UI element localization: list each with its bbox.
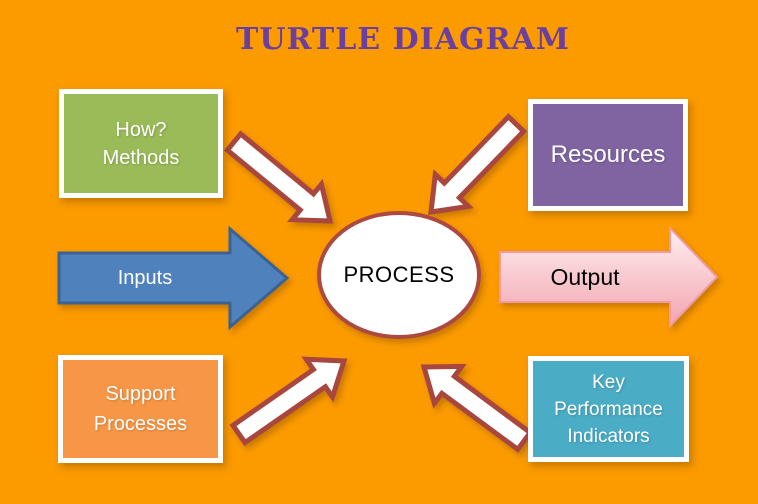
output-arrow-shape: [499, 225, 719, 329]
kpi-box-label-line: Key: [592, 371, 625, 393]
diagram-title: TURTLE DIAGRAM: [236, 22, 570, 57]
kpi-box: Key Performance Indicators: [528, 356, 689, 462]
resources-box: Resources: [528, 99, 688, 211]
arrow-support-to-process: [229, 356, 348, 447]
kpi-box-label-line: Performance: [554, 398, 663, 420]
arrow-methods-to-process: [223, 130, 334, 224]
process-ellipse: [317, 211, 481, 339]
kpi-box-label-line: Indicators: [567, 425, 650, 447]
methods-box: How? Methods: [59, 89, 223, 198]
support-box-label-line: Support: [105, 383, 176, 405]
arrow-resources-to-process: [428, 113, 528, 215]
support-processes-box: Support Processes: [58, 355, 223, 463]
inputs-arrow-shape: [57, 225, 290, 331]
methods-box-label-line: Methods: [102, 146, 180, 169]
arrow-kpi-to-process: [420, 363, 534, 453]
support-box-label-line: Processes: [93, 413, 188, 435]
methods-box-label-line: How?: [115, 118, 167, 141]
resources-box-label-line: Resources: [550, 141, 666, 168]
